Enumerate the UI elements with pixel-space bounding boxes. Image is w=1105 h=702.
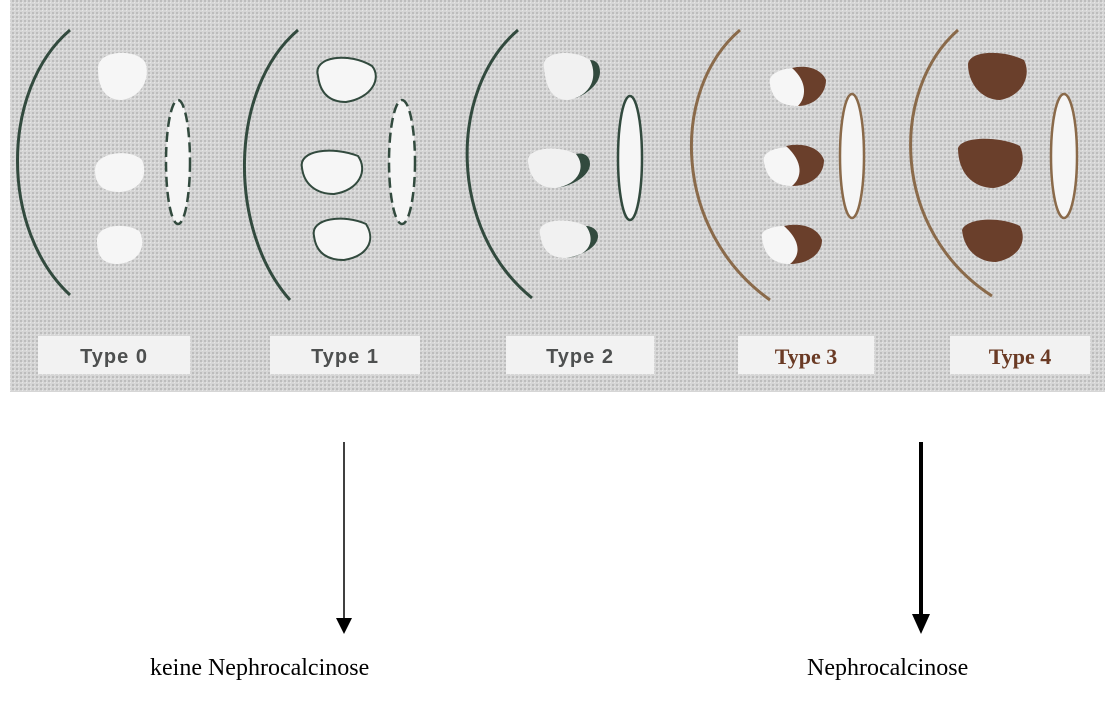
pelvis-2 [618,96,642,220]
panel-label-type-0: Type 0 [80,346,148,368]
panel-label-type-2: Type 2 [546,346,614,368]
pelvis-1 [389,100,415,224]
arrow-left-head [336,618,352,634]
panel-label-type-4: Type 4 [989,344,1052,369]
arrow-right-head [912,614,930,634]
arrow-right [912,442,930,634]
pelvis-4 [1051,94,1077,218]
panel-label-type-3: Type 3 [775,344,838,369]
caption-no-nephrocalcinosis: keine Nephrocalcinose [150,655,369,682]
pyramid-bottom-1 [314,219,371,260]
arrow-left [336,442,352,634]
caption-nephrocalcinosis: Nephrocalcinose [807,655,968,682]
panel-label-type-1: Type 1 [311,346,379,368]
pelvis-3 [840,94,864,218]
pelvis-0 [166,100,190,224]
